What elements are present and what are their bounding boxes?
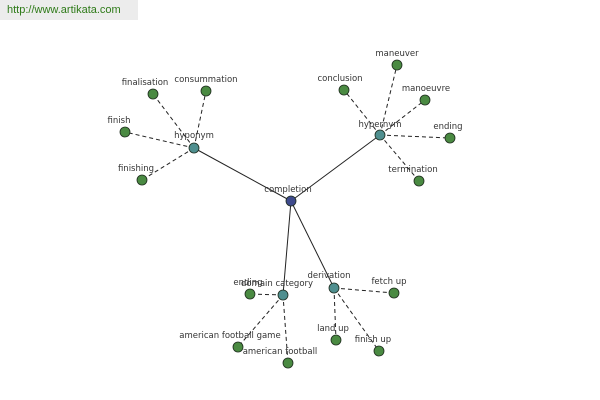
- edge-completion-hypernym: [290, 134, 381, 202]
- edge-hyponym-finalisation: [152, 93, 195, 149]
- leaf-consummation-label[interactable]: consummation: [174, 75, 237, 85]
- leaf-ending-hypernym-node[interactable]: [444, 132, 456, 144]
- leaf-maneuver-label[interactable]: maneuver: [375, 49, 419, 59]
- leaf-finish-node[interactable]: [119, 126, 131, 138]
- leaf-finishing-label[interactable]: finishing: [118, 164, 154, 174]
- leaf-land-up-label[interactable]: land up: [317, 324, 349, 334]
- leaf-american-football-game-node[interactable]: [232, 341, 244, 353]
- leaf-manoeuvre-node[interactable]: [419, 94, 431, 106]
- edge-completion-derivation: [290, 200, 335, 289]
- leaf-conclusion-node[interactable]: [338, 84, 350, 96]
- edge-hypernym-conclusion: [343, 89, 381, 136]
- leaf-consummation-node[interactable]: [200, 85, 212, 97]
- leaf-conclusion-label[interactable]: conclusion: [317, 74, 362, 84]
- edge-hypernym-ending-hypernym: [379, 134, 451, 139]
- edge-hypernym-termination: [379, 134, 420, 182]
- relation-hyponym-label[interactable]: hyponym: [174, 131, 214, 141]
- edge-hyponym-finishing: [141, 147, 195, 181]
- edge-hyponym-finish: [124, 131, 195, 149]
- leaf-american-football-label[interactable]: american football: [243, 347, 318, 357]
- leaf-ending-hypernym-label[interactable]: ending: [433, 122, 462, 132]
- leaf-finish-up-label[interactable]: finish up: [355, 335, 391, 345]
- leaf-finish-label[interactable]: finish: [108, 116, 131, 126]
- root-completion-node[interactable]: [285, 195, 297, 207]
- leaf-fetch-up-label[interactable]: fetch up: [371, 277, 406, 287]
- root-completion-label[interactable]: completion: [264, 185, 311, 195]
- leaf-maneuver-node[interactable]: [391, 59, 403, 71]
- relation-derivation-label[interactable]: derivation: [307, 271, 350, 281]
- relation-derivation-node[interactable]: [328, 282, 340, 294]
- edge-derivation-fetch-up: [333, 287, 395, 294]
- relation-domain-category-label[interactable]: domain category: [241, 279, 313, 289]
- edge-completion-hyponym: [193, 147, 292, 202]
- edge-domain-category-american-football: [282, 294, 289, 364]
- edge-derivation-land-up: [333, 287, 337, 341]
- relation-hypernym-label[interactable]: hypernym: [358, 120, 401, 130]
- leaf-finish-up-node[interactable]: [373, 345, 385, 357]
- relation-hyponym-node[interactable]: [188, 142, 200, 154]
- edges: [124, 64, 451, 364]
- edge-domain-category-american-football-game: [237, 294, 284, 348]
- leaf-land-up-node[interactable]: [330, 334, 342, 346]
- relation-domain-category-node[interactable]: [277, 289, 289, 301]
- leaf-american-football-node[interactable]: [282, 357, 294, 369]
- leaf-finishing-node[interactable]: [136, 174, 148, 186]
- edge-derivation-finish-up: [333, 287, 380, 352]
- leaf-finalisation-node[interactable]: [147, 88, 159, 100]
- relation-hypernym-node[interactable]: [374, 129, 386, 141]
- edge-hypernym-manoeuvre: [379, 99, 426, 136]
- leaf-manoeuvre-label[interactable]: manoeuvre: [402, 84, 450, 94]
- leaf-finalisation-label[interactable]: finalisation: [122, 78, 169, 88]
- leaf-ending-domain-label[interactable]: ending: [233, 278, 262, 288]
- edge-hyponym-consummation: [193, 90, 207, 149]
- leaf-fetch-up-node[interactable]: [388, 287, 400, 299]
- nodes: [119, 59, 456, 369]
- leaf-ending-domain-node[interactable]: [244, 288, 256, 300]
- leaf-termination-label[interactable]: termination: [388, 165, 437, 175]
- labels: completion hyponym hypernym domain category…: [108, 49, 463, 357]
- edge-completion-domain-category: [282, 200, 292, 296]
- edge-domain-category-ending-domain: [249, 293, 284, 296]
- site-url-banner[interactable]: http://www.artikata.com: [0, 0, 138, 20]
- edge-hypernym-maneuver: [379, 64, 398, 136]
- leaf-american-football-game-label[interactable]: american football game: [179, 331, 280, 341]
- leaf-termination-node[interactable]: [413, 175, 425, 187]
